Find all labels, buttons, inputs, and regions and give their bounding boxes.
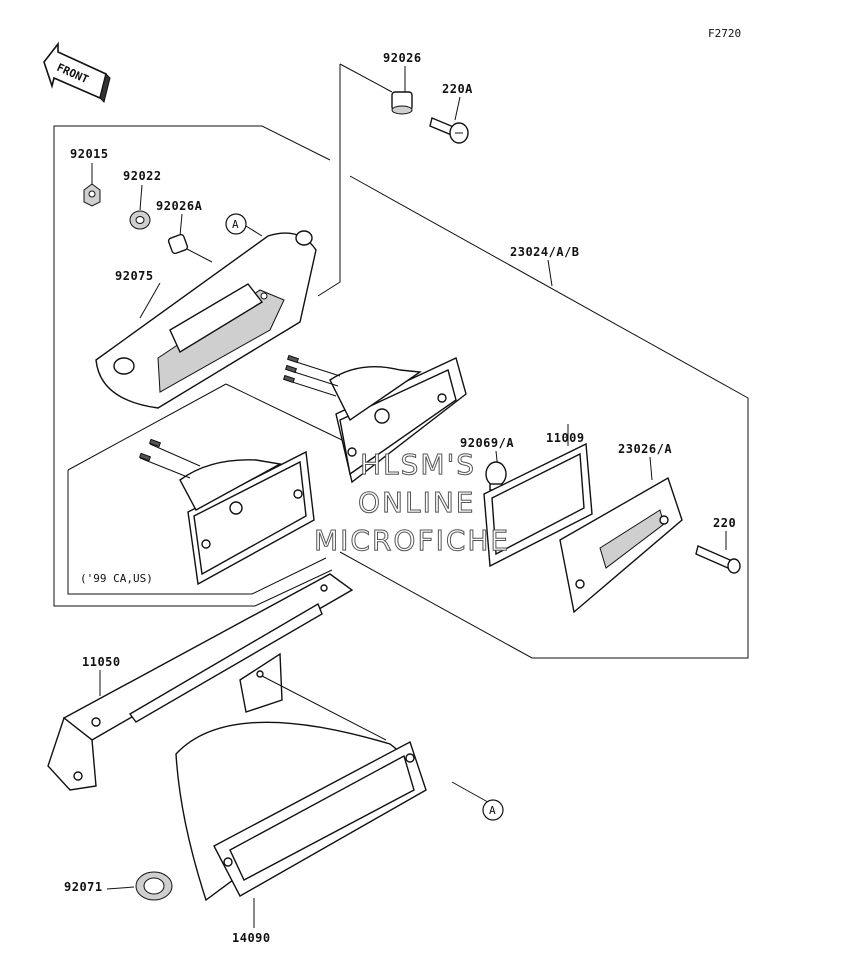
watermark-line-3: MICROFICHE [314,524,510,557]
front-arrow-icon: FRONT [43,41,111,103]
screw-220 [695,545,741,574]
part-label-220: 220 [713,516,736,530]
housing-14090 [175,721,427,902]
part-label-92026: 92026 [383,51,422,65]
part-label-220a: 220A [442,82,473,96]
part-label-11009: 11009 [546,431,585,445]
lens-23026 [559,476,683,614]
watermark: HLSM'S ONLINE MICROFICHE [314,448,510,558]
part-label-14090: 14090 [232,931,271,945]
part-label-92015: 92015 [70,147,109,161]
assembly-frame [53,63,749,659]
svg-text:A: A [232,218,239,231]
figure-code: F2720 [708,27,741,40]
part-label-92075: 92075 [115,269,154,283]
bulb-92069 [485,461,507,491]
part-label-23024: 23024/A/B [510,245,580,259]
gasket-11009 [483,442,593,568]
housing-92075 [95,230,317,409]
screw-220a [429,117,469,144]
lamp-body-ca-us [138,438,315,586]
part-label-11050: 11050 [82,655,121,669]
svg-text:A: A [489,804,496,817]
ref-marker-a-top: A [225,213,247,235]
part-label-92022: 92022 [123,169,162,183]
nut-92015 [83,183,101,207]
grommet-92071 [135,871,173,901]
leader-lines [91,66,727,928]
watermark-line-2: ONLINE [358,486,475,519]
collar-92026 [391,91,413,115]
part-label-23026: 23026/A [618,442,672,456]
lamp-body-main [282,354,467,484]
bracket-11050 [47,573,387,791]
part-label-92069: 92069/A [460,436,514,450]
watermark-line-1: HLSM'S [360,448,476,481]
part-label-92071: 92071 [64,880,103,894]
washer-92022 [129,210,151,230]
ref-marker-a-bottom: A [482,799,504,821]
variant-note: ('99 CA,US) [80,572,153,585]
collar-92026a [167,233,189,255]
part-label-92026a: 92026A [156,199,203,213]
